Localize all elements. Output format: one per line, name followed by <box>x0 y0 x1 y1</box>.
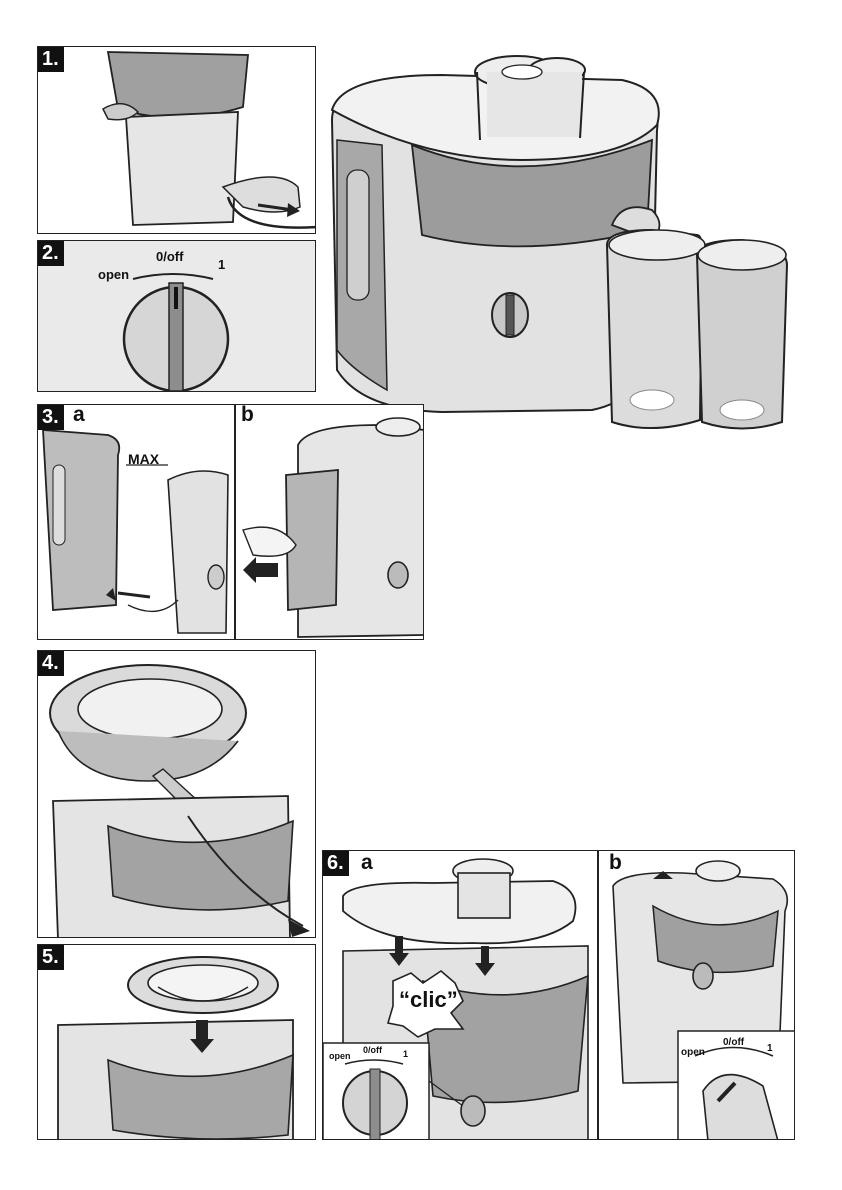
dial-label-open: open <box>681 1047 705 1058</box>
panel-divider <box>234 405 236 639</box>
step-1-panel: 1. <box>37 46 316 234</box>
dial-label-1: 1 <box>218 257 226 272</box>
step-1-illustration <box>102 51 315 229</box>
step-6-illustration <box>323 858 794 1139</box>
dial-label-off: 0/off <box>363 1045 382 1055</box>
step-number: 5. <box>38 945 64 970</box>
dial-label-off: 0/off <box>156 249 184 264</box>
step-4-panel: 4. <box>37 650 316 938</box>
clic-label: “clic” <box>399 987 458 1012</box>
step-number: 2. <box>38 241 64 266</box>
step-3-panel: 3. a b MAX <box>37 404 424 640</box>
substep-label-a: a <box>361 851 373 874</box>
step-3-illustration <box>42 417 423 638</box>
step-5-illustration <box>57 956 294 1139</box>
dial-label-open: open <box>98 267 130 282</box>
dial-label-off: 0/off <box>723 1037 745 1048</box>
panel-divider <box>597 851 599 1139</box>
step-number: 6. <box>323 851 349 876</box>
step-6-panel: 6. a b “clic” open 0/off 1 open 0/off 1 <box>322 850 795 1140</box>
step-number: 3. <box>38 405 64 430</box>
step-2-panel: 2. open 0/off 1 <box>37 240 316 392</box>
dial-label-1: 1 <box>767 1043 773 1054</box>
step-number: 1. <box>38 47 64 72</box>
dial-label-open: open <box>329 1051 351 1061</box>
step-4-illustration <box>49 664 310 937</box>
max-label: MAX <box>128 451 160 467</box>
dial-illustration <box>38 241 315 391</box>
dial-label-1: 1 <box>403 1049 409 1059</box>
substep-label-b: b <box>609 851 622 874</box>
step-5-panel: 5. <box>37 944 316 1140</box>
substep-label-a: a <box>73 404 85 426</box>
substep-label-b: b <box>241 404 254 426</box>
step-number: 4. <box>38 651 64 676</box>
juicer-main-illustration <box>322 50 792 440</box>
